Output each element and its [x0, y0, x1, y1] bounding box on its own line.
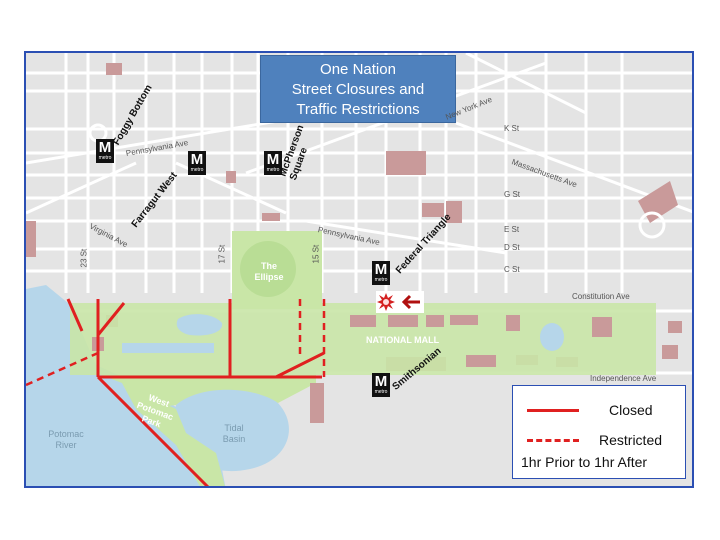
closed-streets — [66, 298, 325, 486]
metro-word: metro — [98, 155, 112, 161]
metro-word: metro — [266, 167, 280, 173]
map-canvas — [26, 53, 692, 486]
map: One Nation Street Closures and Traffic R… — [24, 51, 694, 488]
area-label-ellipse: The Ellipse — [254, 261, 284, 282]
street-label: Independence Ave — [590, 374, 657, 383]
metro-letter: M — [374, 261, 388, 278]
metro-letter: M — [98, 139, 112, 156]
street-label: C St — [504, 265, 520, 274]
street-label: G St — [504, 190, 521, 199]
metro-letter: M — [190, 151, 204, 168]
restricted-streets — [26, 299, 326, 387]
street-label: 17 St — [217, 244, 227, 264]
explosion-icon — [377, 293, 395, 311]
street-label: 23 St — [79, 248, 89, 268]
legend-restricted-swatch — [527, 439, 579, 442]
title-line-3: Traffic Restrictions — [296, 101, 420, 118]
street-label: E St — [504, 225, 520, 234]
legend: Closed Restricted 1hr Prior to 1hr After — [512, 385, 686, 479]
metro-word: metro — [374, 277, 388, 283]
street-label: Constitution Ave — [572, 292, 630, 301]
map-title: One Nation Street Closures and Traffic R… — [260, 55, 456, 123]
street-label: 15 St — [311, 244, 321, 264]
legend-closed-label: Closed — [609, 402, 653, 418]
title-line-2: Street Closures and — [291, 81, 425, 98]
metro-icon: M metro — [372, 261, 390, 285]
metro-word: metro — [374, 389, 388, 395]
metro-letter: M — [266, 151, 280, 168]
metro-word: metro — [190, 167, 204, 173]
metro-icon: M metro — [96, 139, 114, 163]
street-label: K St — [504, 124, 520, 133]
legend-restricted-label: Restricted — [599, 432, 663, 448]
arrow-left-icon — [401, 294, 420, 310]
title-line-1: One Nation — [320, 61, 396, 78]
water-label-tidal-basin: Tidal Basin — [222, 423, 246, 444]
event-marker — [376, 291, 424, 313]
metro-icon: M metro — [372, 373, 390, 397]
metro-icon: M metro — [264, 151, 282, 175]
metro-icon: M metro — [188, 151, 206, 175]
legend-closed-swatch — [527, 409, 579, 412]
legend-time-label: 1hr Prior to 1hr After — [521, 454, 648, 470]
street-label: D St — [504, 243, 520, 252]
water-label-potomac: Potomac River — [48, 429, 84, 450]
metro-letter: M — [374, 373, 388, 390]
area-label-national-mall: NATIONAL MALL — [366, 335, 440, 345]
